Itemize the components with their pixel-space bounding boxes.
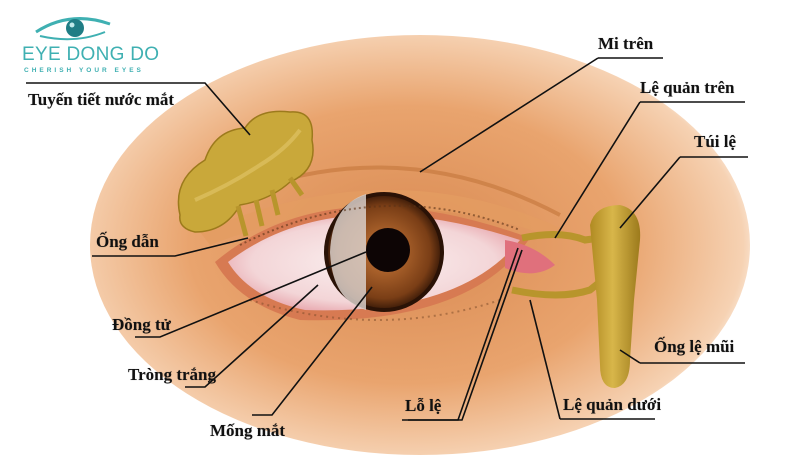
brand-tagline: CHERISH YOUR EYES (24, 67, 144, 74)
label-lacrimal-punctum: Lỗ lệ (405, 396, 442, 415)
label-pupil: Đồng tử (112, 315, 171, 334)
label-upper-canaliculus: Lệ quản trên (640, 78, 735, 97)
leader-lines (26, 57, 748, 421)
label-iris: Mống mắt (210, 421, 286, 440)
label-lower-canaliculus: Lệ quản dưới (563, 395, 662, 414)
lacrimal-gland (177, 110, 314, 237)
label-lacrimal-gland: Tuyến tiết nước mắt (28, 90, 175, 109)
label-ducts: Ống dẫn (96, 232, 159, 251)
label-lacrimal-sac: Túi lệ (694, 132, 737, 151)
lacrimal-drainage (511, 205, 641, 388)
label-upper-eyelid: Mi trên (598, 34, 654, 53)
brand-logo: EYE DONG DO CHERISH YOUR EYES (10, 6, 159, 76)
pupil (366, 228, 410, 272)
label-nasolacrimal-duct: Ống lệ mũi (654, 337, 735, 356)
eye-logo-icon (35, 17, 111, 41)
label-sclera: Tròng trắng (128, 365, 216, 384)
brand-name: EYE DONG DO (22, 44, 160, 65)
